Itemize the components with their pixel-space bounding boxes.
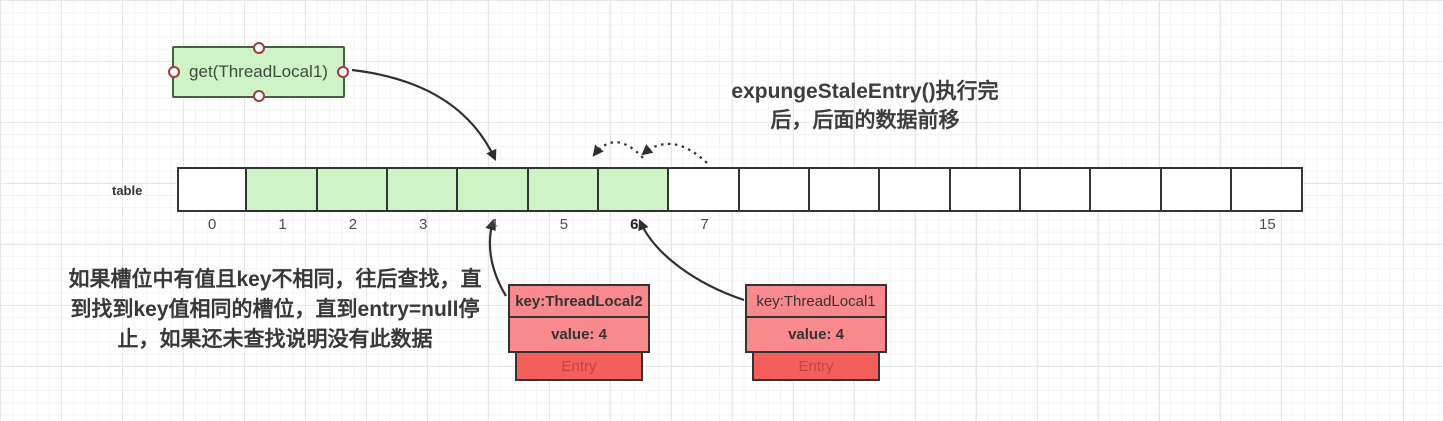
get-threadlocal1-box[interactable]: get(ThreadLocal1) bbox=[168, 42, 349, 102]
table-cell-col: 4 bbox=[458, 167, 529, 235]
table-cell-col bbox=[810, 167, 881, 235]
entry-type-chip[interactable]: Entry bbox=[752, 351, 880, 381]
table-cells: 0 1 2 3 4 5 6 7 15 bbox=[177, 167, 1303, 235]
table-cell-col bbox=[950, 167, 1022, 235]
table-cell[interactable] bbox=[810, 167, 881, 212]
entry-key-box[interactable]: key:ThreadLocal1 bbox=[745, 284, 887, 318]
table-cell-col bbox=[1161, 167, 1233, 235]
table-cell-col: 1 bbox=[247, 167, 318, 235]
table-cell-col: 5 bbox=[528, 167, 600, 235]
cell-index-label: 0 bbox=[208, 216, 217, 233]
get-threadlocal1-label: get(ThreadLocal1) bbox=[189, 62, 328, 81]
cell-index-label bbox=[951, 215, 1021, 235]
entry-value-box[interactable]: value: 4 bbox=[745, 316, 887, 353]
entry-group-threadlocal2[interactable]: key:ThreadLocal2 value: 4 Entry bbox=[508, 284, 650, 381]
table-cell-col: 3 bbox=[388, 167, 459, 235]
table-cell[interactable] bbox=[599, 167, 670, 212]
selection-handle-left[interactable] bbox=[168, 66, 180, 78]
note-line-3: 止，如果还未查找说明没有此数据 bbox=[117, 328, 433, 351]
table-cell-col bbox=[880, 167, 951, 235]
selection-handle-bottom[interactable] bbox=[252, 90, 265, 102]
note-line-1: 如果槽位中有值且key不相同，往后查找，直 bbox=[68, 268, 482, 291]
table-cell[interactable] bbox=[528, 167, 600, 212]
entry-value-box[interactable]: value: 4 bbox=[508, 316, 650, 353]
table-cell[interactable] bbox=[950, 167, 1022, 212]
title-line-2: 后，后面的数据前移 bbox=[770, 109, 960, 132]
table-cell[interactable] bbox=[1021, 167, 1092, 212]
cell-index-label: 4 bbox=[489, 216, 498, 233]
table-cell[interactable] bbox=[317, 167, 389, 212]
table-cell[interactable] bbox=[247, 167, 318, 212]
selection-handle-right[interactable] bbox=[337, 66, 349, 78]
table-cell[interactable] bbox=[177, 167, 248, 212]
table-cell[interactable] bbox=[1161, 167, 1233, 212]
title-line-1: expungeStaleEntry()执行完 bbox=[731, 80, 999, 103]
cell-index-label bbox=[1021, 215, 1091, 235]
table-cell-col: 15 bbox=[1232, 167, 1303, 235]
table-cell-col bbox=[1091, 167, 1162, 235]
cell-index-label: 2 bbox=[348, 216, 358, 233]
arrow-get-to-cell4 bbox=[351, 68, 497, 161]
table-cell[interactable] bbox=[1091, 167, 1162, 212]
table-cell-col: 7 bbox=[669, 167, 740, 235]
table-cell-col: 0 bbox=[177, 167, 248, 235]
cell-index-label: 15 bbox=[1258, 216, 1276, 233]
dotted-arc-cell6-to-cell5 bbox=[592, 141, 644, 159]
table-cell[interactable] bbox=[388, 167, 459, 212]
entry-group-threadlocal1[interactable]: key:ThreadLocal1 value: 4 Entry bbox=[745, 284, 887, 381]
table-cell[interactable] bbox=[669, 167, 740, 212]
cell-index-label: 7 bbox=[700, 216, 709, 233]
cell-index-label: 1 bbox=[278, 216, 287, 233]
note-line-2: 到找到key值相同的槽位，直到entry=null停 bbox=[70, 298, 480, 321]
table-cell-col bbox=[739, 167, 811, 235]
table-cell-col bbox=[1021, 167, 1092, 235]
table-cell[interactable] bbox=[458, 167, 529, 212]
table-cell-col: 6 bbox=[599, 167, 670, 235]
table-cell-col: 2 bbox=[317, 167, 389, 235]
selection-handle-top[interactable] bbox=[252, 42, 265, 54]
cell-index-label bbox=[810, 215, 880, 235]
table-label: table bbox=[112, 183, 143, 198]
cell-index-label bbox=[880, 215, 950, 235]
cell-index-label: 6 bbox=[630, 216, 639, 233]
entry-key-box[interactable]: key:ThreadLocal2 bbox=[508, 284, 650, 318]
dotted-arc-cell7-to-cell6 bbox=[641, 142, 708, 164]
table-cell[interactable] bbox=[1232, 167, 1303, 212]
table-cell[interactable] bbox=[739, 167, 811, 212]
cell-index-label: 3 bbox=[419, 216, 428, 233]
cell-index-label bbox=[1162, 215, 1232, 235]
cell-index-label bbox=[740, 215, 810, 235]
note-paragraph: 如果槽位中有值且key不相同，往后查找，直 到找到key值相同的槽位，直到ent… bbox=[40, 265, 510, 355]
cell-index-label bbox=[1091, 215, 1161, 235]
entry-type-chip[interactable]: Entry bbox=[515, 351, 643, 381]
table-cell[interactable] bbox=[880, 167, 951, 212]
cell-index-label: 5 bbox=[559, 216, 569, 233]
title-annotation: expungeStaleEntry()执行完 后，后面的数据前移 bbox=[700, 77, 1030, 135]
